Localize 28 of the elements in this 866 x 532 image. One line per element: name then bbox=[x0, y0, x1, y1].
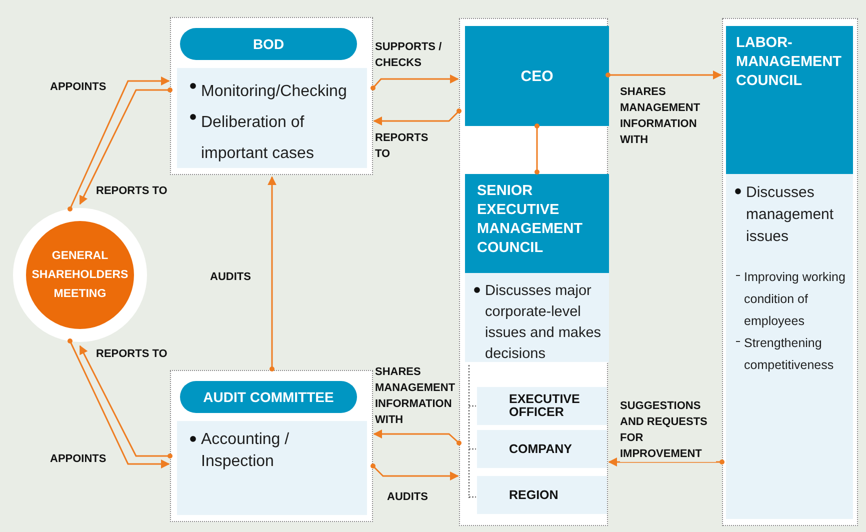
arrow bbox=[68, 338, 170, 468]
card bbox=[722, 18, 858, 526]
card bbox=[170, 370, 373, 522]
node-title: CEO bbox=[520, 70, 554, 82]
arrow bbox=[370, 74, 459, 90]
heading-text: LABOR-MANAGEMENT COUNCIL bbox=[736, 34, 843, 91]
list-box bbox=[477, 387, 607, 425]
arrow bbox=[608, 458, 724, 466]
node-title: EXECUTIVE OFFICER bbox=[509, 393, 581, 419]
arrow bbox=[370, 464, 459, 480]
node-title: GENERAL SHAREHOLDERS MEETING bbox=[30, 248, 130, 302]
arrow bbox=[606, 70, 722, 80]
card bbox=[170, 17, 373, 175]
node-title: COMPANY bbox=[509, 442, 573, 456]
title-banner: BOD bbox=[180, 28, 357, 60]
arrow bbox=[373, 430, 462, 446]
title-banner: AUDIT COMMITTEE bbox=[180, 381, 357, 413]
process-box bbox=[465, 26, 609, 126]
arrow bbox=[268, 176, 276, 372]
arrow bbox=[79, 88, 172, 205]
arrow bbox=[68, 76, 170, 212]
list-box bbox=[477, 430, 607, 468]
heading-text: SENIOR EXECUTIVE MANAGEMENT COUNCIL bbox=[477, 182, 584, 258]
node-title: REGION bbox=[509, 488, 560, 502]
list-box bbox=[477, 476, 607, 514]
edge-label: SUGGESTIONS AND REQUESTS FOR IMPROVEMENT bbox=[620, 398, 716, 462]
arrow bbox=[79, 345, 172, 458]
arrow bbox=[373, 108, 462, 126]
